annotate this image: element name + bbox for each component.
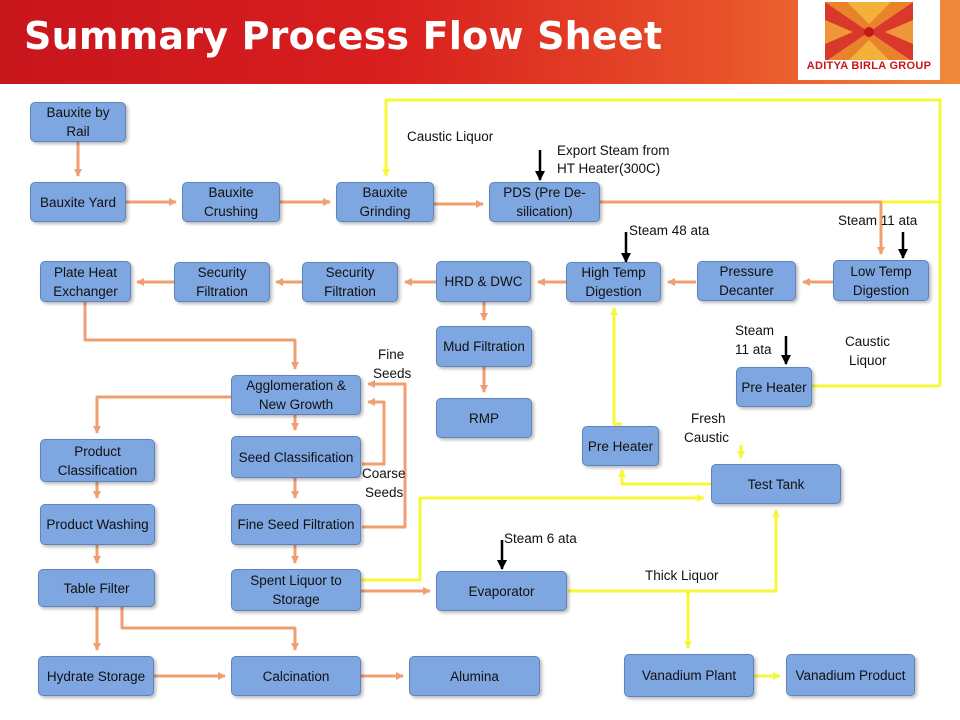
page-title: Summary Process Flow Sheet [24,14,663,58]
node-product-classification: Product Classification [40,439,155,482]
node-pre-heater-mid: Pre Heater [582,426,659,466]
node-seed-classification: Seed Classification [231,436,361,478]
node-hydrate-storage: Hydrate Storage [38,656,154,696]
logo-emblem-icon [825,2,913,62]
label-thick-liquor: Thick Liquor [645,568,719,583]
node-alumina: Alumina [409,656,540,696]
label-steam-11-top: Steam 11 ata [838,213,918,228]
node-test-tank: Test Tank [711,464,841,504]
node-security-filtration-1: Security Filtration [174,262,270,302]
node-bauxite-yard: Bauxite Yard [30,182,126,222]
label-fresh-caustic-2: Caustic [684,430,730,445]
header-banner: Summary Process Flow Sheet ADITYA BIRLA … [0,0,960,84]
node-pressure-decanter: Pressure Decanter [697,261,796,301]
node-bauxite-crushing: Bauxite Crushing [182,182,280,222]
label-steam-11-mid-1: Steam [735,323,775,338]
line-caustic-top-to-grinding [382,98,942,386]
node-fine-seed-filtration: Fine Seed Filtration [231,504,361,545]
arrow-table-to-calcination [120,607,299,651]
company-logo: ADITYA BIRLA GROUP [798,0,940,80]
node-vanadium-product: Vanadium Product [786,654,915,696]
node-hrd-dwc: HRD & DWC [436,261,531,302]
line-preheater-to-hightemp [610,307,622,426]
line-evaporator-to-testtank [568,509,780,593]
label-export-steam-1: Export Steam from [557,143,670,158]
arrow-pds-to-lowtemp [600,200,885,255]
label-fine-seeds-1: Fine [378,347,405,362]
arrow-fine-seeds-loop [362,380,407,529]
arrow-agglom-to-prodclass [93,395,231,434]
label-export-steam-2: HT Heater(300C) [557,161,661,176]
arrow-coarse-seeds-loop [362,398,386,466]
node-calcination: Calcination [231,656,361,696]
line-testtank-to-preheater [618,469,711,486]
node-product-washing: Product Washing [40,504,155,545]
label-caustic-liquor-right-2: Liquor [849,353,887,368]
node-evaporator: Evaporator [436,571,567,611]
label-coarse-seeds-1: Coarse [362,466,406,481]
node-agglomeration: Agglomeration & New Growth [231,375,361,415]
label-fine-seeds-2: Seeds [373,366,412,381]
node-rmp: RMP [436,398,532,438]
node-spent-liquor: Spent Liquor to Storage [231,569,361,611]
node-bauxite-by-rail: Bauxite by Rail [30,102,126,142]
logo-text: ADITYA BIRLA GROUP [806,60,932,72]
node-security-filtration-2: Security Filtration [302,262,398,302]
label-coarse-seeds-2: Seeds [365,485,404,500]
label-fresh-caustic-1: Fresh [691,411,726,426]
label-steam-6: Steam 6 ata [504,531,577,546]
label-caustic-liquor-top: Caustic Liquor [407,129,494,144]
node-table-filter: Table Filter [38,569,155,607]
label-steam-11-mid-2: 11 ata [735,342,772,357]
label-steam-48: Steam 48 ata [629,223,710,238]
arrow-phe-to-agglom [83,302,299,370]
node-high-temp-digestion: High Temp Digestion [566,262,661,302]
node-plate-heat-exchanger: Plate Heat Exchanger [40,261,131,302]
node-mud-filtration: Mud Filtration [436,326,532,367]
node-vanadium-plant: Vanadium Plant [624,654,754,697]
node-pds: PDS (Pre De-silication) [489,182,600,222]
line-spent-to-testtank [361,494,705,582]
node-pre-heater-right: Pre Heater [736,367,812,407]
node-low-temp-digestion: Low Temp Digestion [833,260,929,301]
node-bauxite-grinding: Bauxite Grinding [336,182,434,222]
label-caustic-liquor-right-1: Caustic [845,334,891,349]
